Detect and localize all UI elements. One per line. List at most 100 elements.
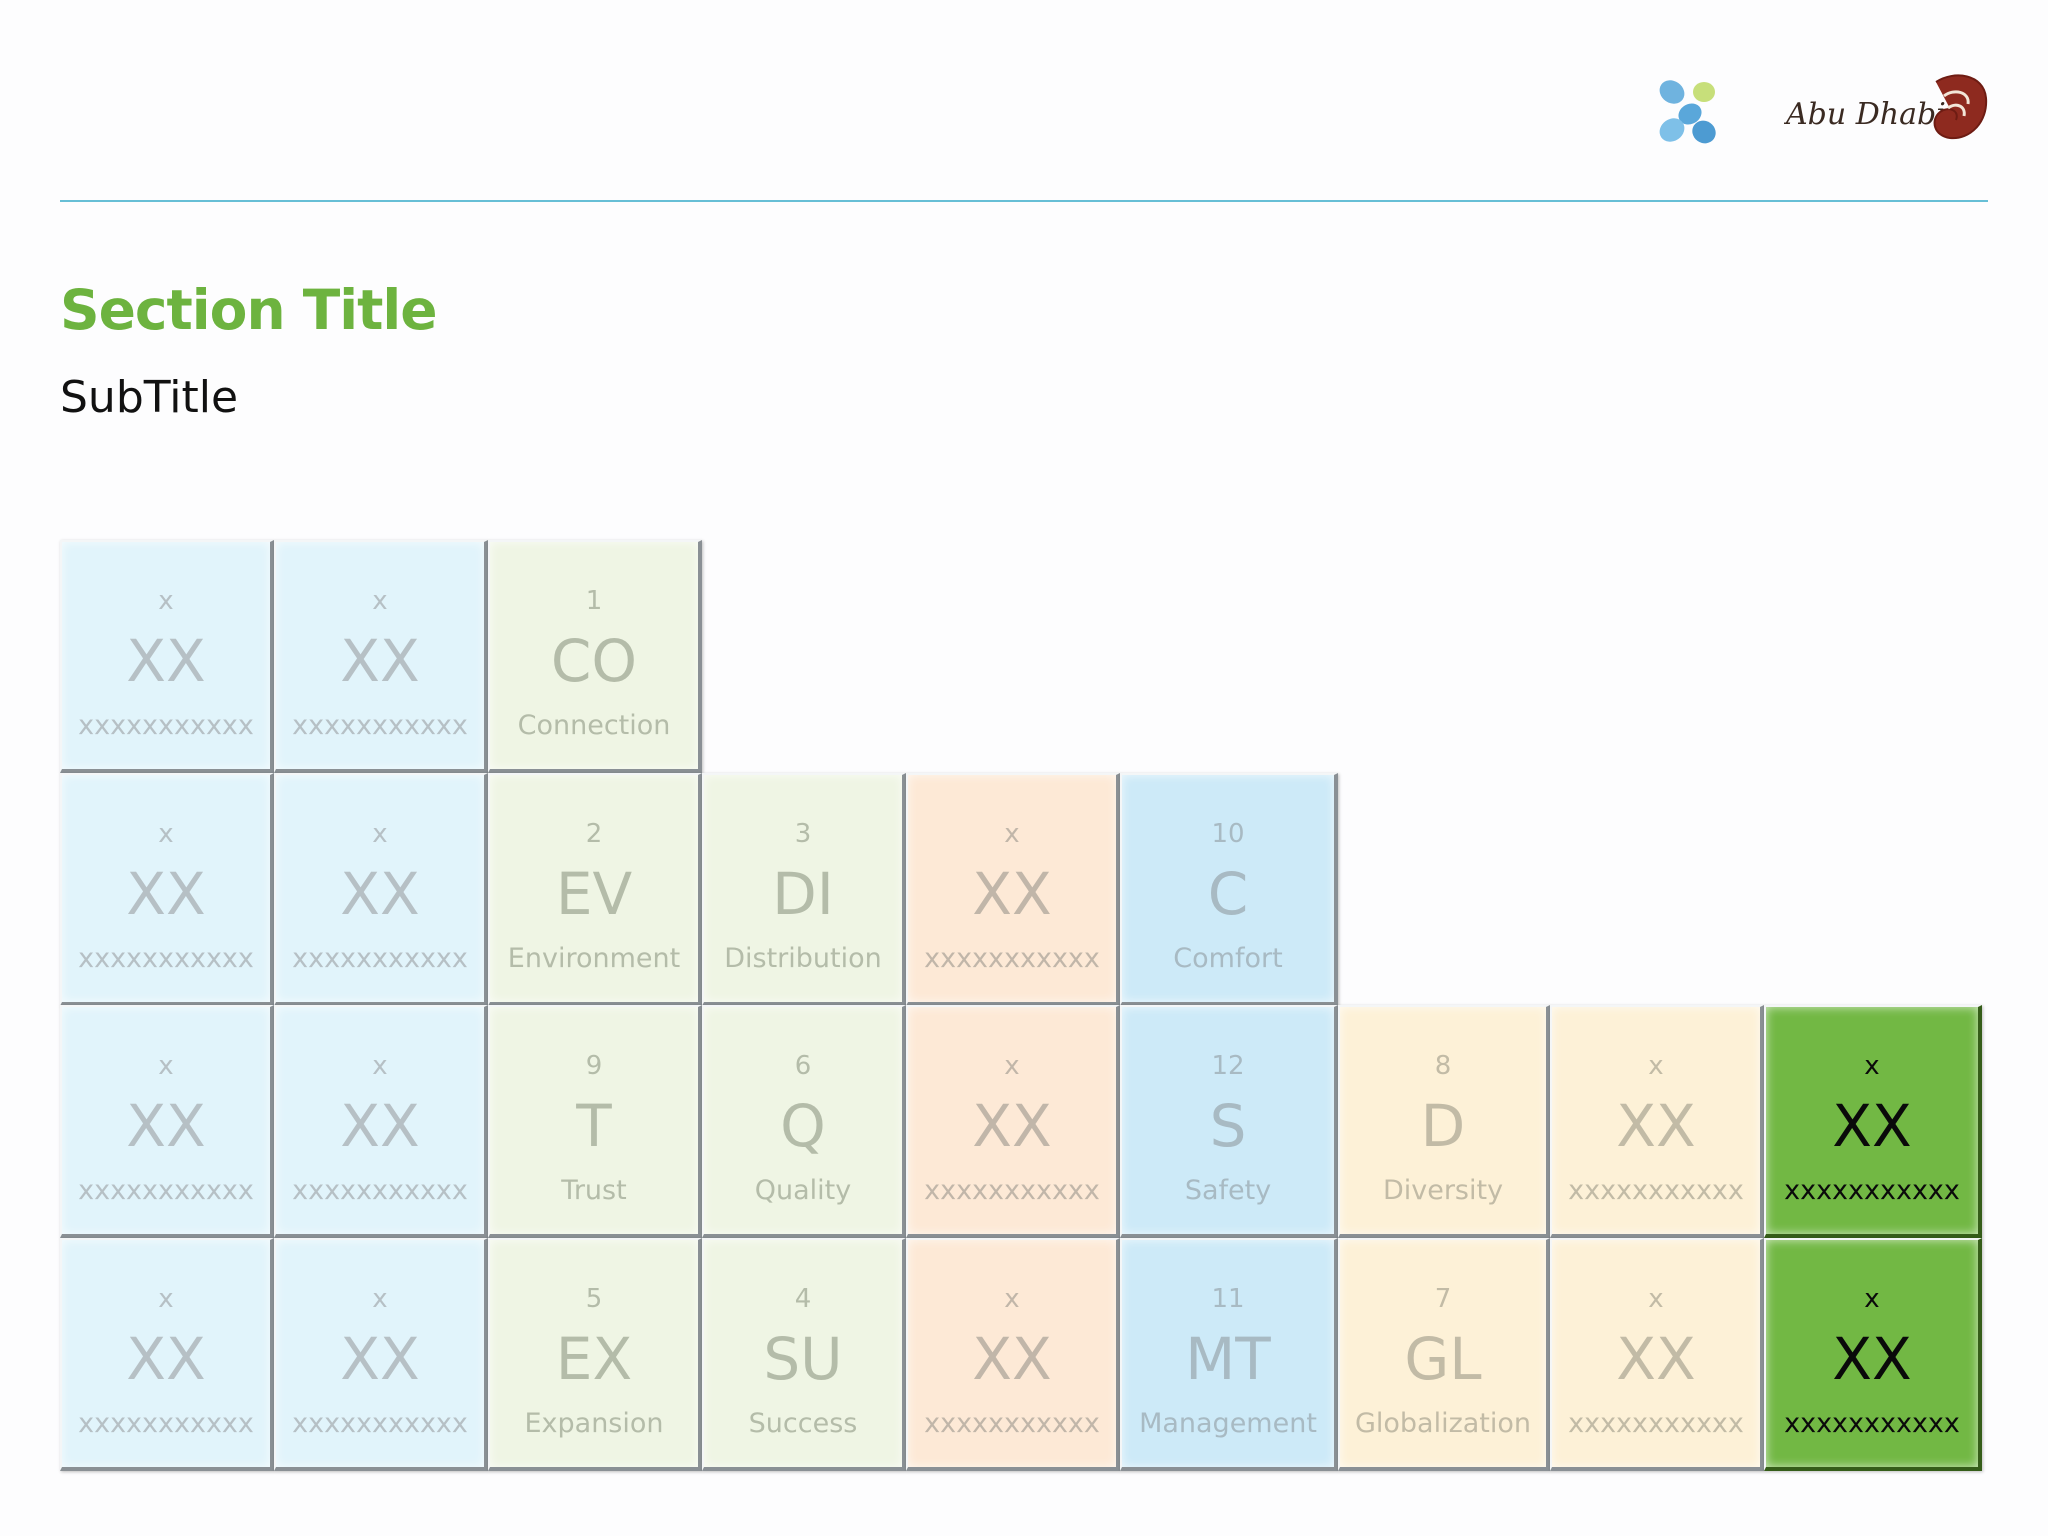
tile-number: 11	[1211, 1284, 1245, 1314]
tile-name: xxxxxxxxxxx	[1568, 1408, 1744, 1439]
tile-symbol: XX	[1616, 1092, 1696, 1160]
tile-name: xxxxxxxxxxx	[78, 943, 254, 974]
tile-name: Diversity	[1382, 1175, 1504, 1206]
tile-symbol: MT	[1185, 1325, 1271, 1393]
tile-number: x	[372, 1284, 388, 1314]
tile-name: xxxxxxxxxxx	[924, 1408, 1100, 1439]
tile-symbol: C	[1207, 860, 1249, 928]
tile-symbol: CO	[550, 627, 638, 695]
tile-symbol: XX	[126, 1325, 206, 1393]
pinwheel-logo-icon	[1659, 80, 1716, 144]
tile-symbol: XX	[1616, 1325, 1696, 1393]
tile-name: xxxxxxxxxxx	[1568, 1175, 1744, 1206]
tile-name: xxxxxxxxxxx	[924, 943, 1100, 974]
tile-number: x	[1004, 1284, 1020, 1314]
tile-name: xxxxxxxxxxx	[78, 1175, 254, 1206]
tile-number: 10	[1211, 819, 1245, 849]
header-divider	[60, 200, 1988, 202]
tile-name: Globalization	[1354, 1408, 1532, 1439]
tile-symbol: DI	[772, 860, 834, 928]
subtitle: SubTitle	[60, 372, 239, 423]
tile-symbol: XX	[972, 1092, 1052, 1160]
tile-number: 6	[794, 1051, 812, 1081]
tile-number: x	[158, 1051, 174, 1081]
tile-number: x	[1648, 1051, 1664, 1081]
tile-symbol: XX	[340, 627, 420, 695]
tile-symbol: XX	[972, 860, 1052, 928]
tile-name: Environment	[507, 943, 681, 974]
tile-name: Quality	[754, 1175, 852, 1206]
tile-name: Trust	[561, 1175, 627, 1206]
tile-symbol: XX	[126, 627, 206, 695]
tile-number: x	[372, 1051, 388, 1081]
tile-number: x	[158, 586, 174, 616]
tile-number: 4	[794, 1284, 812, 1314]
tile-symbol: EV	[555, 860, 633, 928]
tile-number: x	[372, 819, 388, 849]
tile-number: 12	[1211, 1051, 1245, 1081]
tile-number: x	[372, 586, 388, 616]
tile-number: 8	[1434, 1051, 1452, 1081]
abu-dhabi-logo: Abu Dhabi	[1783, 68, 1988, 144]
tile-name: xxxxxxxxxxx	[292, 710, 468, 741]
tile-symbol: XX	[340, 1325, 420, 1393]
tile-symbol: T	[576, 1092, 612, 1160]
tile-symbol: XX	[126, 1092, 206, 1160]
tile-symbol: Q	[780, 1092, 826, 1160]
tile-symbol: XX	[972, 1325, 1052, 1393]
tile-name: xxxxxxxxxxx	[1784, 1175, 1960, 1206]
tile-name: Expansion	[524, 1408, 664, 1439]
tile-number: 9	[585, 1051, 603, 1081]
tile-symbol: GL	[1404, 1325, 1482, 1393]
tile-symbol: XX	[126, 860, 206, 928]
tile-name: xxxxxxxxxxx	[292, 1175, 468, 1206]
tile-name: xxxxxxxxxxx	[924, 1175, 1100, 1206]
tile-number: x	[1864, 1051, 1880, 1081]
tile-symbol: XX	[340, 1092, 420, 1160]
tile-name: xxxxxxxxxxx	[1784, 1408, 1960, 1439]
tile-name: xxxxxxxxxxx	[78, 710, 254, 741]
tile-number: x	[1648, 1284, 1664, 1314]
tile-number: x	[158, 1284, 174, 1314]
abu-dhabi-logo-icon: Abu Dhabi	[1783, 74, 1988, 140]
tile-name: xxxxxxxxxxx	[292, 943, 468, 974]
tile-number: 7	[1434, 1284, 1452, 1314]
tile-name: Distribution	[724, 943, 882, 974]
tile-number: x	[1004, 1051, 1020, 1081]
svg-text:Abu Dhabi: Abu Dhabi	[1784, 97, 1946, 132]
tile-symbol: XX	[1832, 1325, 1912, 1393]
tile-name: xxxxxxxxxxx	[78, 1408, 254, 1439]
tile-number: x	[1004, 819, 1020, 849]
tile-name: Success	[748, 1408, 858, 1439]
tile-symbol: EX	[555, 1325, 633, 1393]
tile-symbol: SU	[763, 1325, 843, 1393]
tile-name: Comfort	[1173, 943, 1283, 974]
tile-symbol: S	[1209, 1092, 1247, 1160]
tile-name: Connection	[517, 710, 671, 741]
tile-symbol: XX	[340, 860, 420, 928]
